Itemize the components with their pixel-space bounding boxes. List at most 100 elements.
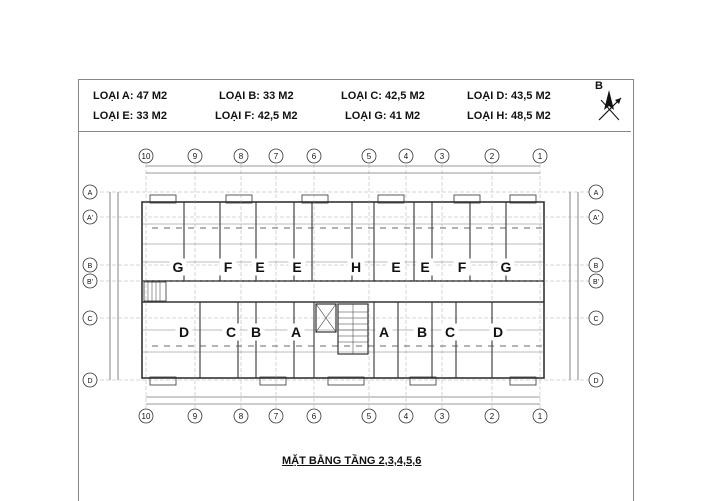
grid-column-top-8: 8 <box>233 148 249 164</box>
svg-text:E: E <box>391 259 400 275</box>
grid-column-bottom-10: 10 <box>138 408 154 424</box>
unit-label-top-2: F <box>219 258 237 276</box>
grid-column-bottom-9: 9 <box>187 408 203 424</box>
svg-text:9: 9 <box>193 412 198 421</box>
svg-text:B: B <box>594 263 599 270</box>
unit-label-top-8: F <box>453 258 471 276</box>
svg-text:F: F <box>224 259 233 275</box>
grid-row-right-Ap: A' <box>588 209 604 225</box>
svg-text:C: C <box>593 316 598 323</box>
grid-column-top-5: 5 <box>361 148 377 164</box>
svg-text:B: B <box>251 324 261 340</box>
unit-label-bottom-2: C <box>222 323 240 341</box>
svg-text:B: B <box>417 324 427 340</box>
unit-label-top-6: E <box>387 258 405 276</box>
grid-row-right-B: B <box>588 257 604 273</box>
svg-text:A: A <box>379 324 389 340</box>
unit-label-top-4: E <box>288 258 306 276</box>
grid-column-bottom-4: 4 <box>398 408 414 424</box>
unit-label-bottom-8: D <box>489 323 507 341</box>
grid-row-left-Bp: B' <box>82 273 98 289</box>
legend-type-c: LOẠI C: 42,5 M2 <box>341 90 425 102</box>
svg-text:9: 9 <box>193 152 198 161</box>
plan-caption: MẶT BẰNG TẦNG 2,3,4,5,6 <box>282 455 422 467</box>
unit-label-bottom-7: C <box>441 323 459 341</box>
grid-row-left-C: C <box>82 310 98 326</box>
grid-row-left-D: D <box>82 372 98 388</box>
svg-text:E: E <box>420 259 429 275</box>
unit-label-top-3: E <box>251 258 269 276</box>
svg-text:8: 8 <box>239 152 244 161</box>
svg-text:C: C <box>87 316 92 323</box>
svg-text:H: H <box>351 259 361 275</box>
unit-label-bottom-6: B <box>413 323 431 341</box>
legend-type-f: LOẠI F: 42,5 M2 <box>215 110 298 122</box>
grid-row-left-Ap: A' <box>82 209 98 225</box>
svg-text:5: 5 <box>367 412 372 421</box>
grid-column-bottom-6: 6 <box>306 408 322 424</box>
svg-text:B': B' <box>87 279 93 286</box>
grid-row-right-A: A <box>588 184 604 200</box>
grid-row-right-D: D <box>588 372 604 388</box>
svg-text:D: D <box>493 324 503 340</box>
svg-text:A': A' <box>593 215 599 222</box>
svg-text:D: D <box>179 324 189 340</box>
grid-row-left-B: B <box>82 257 98 273</box>
svg-text:A: A <box>291 324 301 340</box>
svg-text:A: A <box>88 190 93 197</box>
svg-text:G: G <box>501 259 512 275</box>
legend-type-e: LOẠI E: 33 M2 <box>93 110 167 122</box>
svg-text:6: 6 <box>312 152 317 161</box>
legend-type-b: LOẠI B: 33 M2 <box>219 90 294 102</box>
grid-column-top-1: 1 <box>532 148 548 164</box>
unit-label-top-5: H <box>347 258 365 276</box>
svg-text:4: 4 <box>404 152 409 161</box>
svg-text:8: 8 <box>239 412 244 421</box>
grid-row-right-C: C <box>588 310 604 326</box>
svg-text:7: 7 <box>274 152 279 161</box>
unit-label-bottom-4: A <box>287 323 305 341</box>
unit-label-bottom-5: A <box>375 323 393 341</box>
unit-label-top-1: G <box>169 258 187 276</box>
legend-type-h: LOẠI H: 48,5 M2 <box>467 110 551 122</box>
svg-text:4: 4 <box>404 412 409 421</box>
svg-text:5: 5 <box>367 152 372 161</box>
svg-text:D: D <box>87 378 92 385</box>
svg-text:1: 1 <box>538 412 543 421</box>
svg-text:E: E <box>255 259 264 275</box>
svg-text:F: F <box>458 259 467 275</box>
svg-text:1: 1 <box>538 152 543 161</box>
grid-column-bottom-2: 2 <box>484 408 500 424</box>
grid-column-top-7: 7 <box>268 148 284 164</box>
svg-text:C: C <box>445 324 455 340</box>
grid-column-top-4: 4 <box>398 148 414 164</box>
grid-column-bottom-7: 7 <box>268 408 284 424</box>
legend-type-d: LOẠI D: 43,5 M2 <box>467 90 551 102</box>
svg-text:3: 3 <box>440 152 445 161</box>
grid-column-top-9: 9 <box>187 148 203 164</box>
svg-text:A: A <box>594 190 599 197</box>
svg-text:10: 10 <box>142 412 151 421</box>
svg-text:B': B' <box>593 279 599 286</box>
svg-text:A': A' <box>87 215 93 222</box>
svg-text:10: 10 <box>142 152 151 161</box>
grid-column-top-3: 3 <box>434 148 450 164</box>
svg-text:E: E <box>292 259 301 275</box>
svg-text:3: 3 <box>440 412 445 421</box>
svg-text:C: C <box>226 324 236 340</box>
north-arrow-icon <box>598 90 622 121</box>
unit-label-top-9: G <box>497 258 515 276</box>
drawing-frame <box>78 79 634 501</box>
grid-row-right-Bp: B' <box>588 273 604 289</box>
grid-column-bottom-8: 8 <box>233 408 249 424</box>
svg-text:B: B <box>88 263 93 270</box>
unit-label-bottom-3: B <box>247 323 265 341</box>
grid-column-top-10: 10 <box>138 148 154 164</box>
unit-label-top-7: E <box>416 258 434 276</box>
svg-text:2: 2 <box>490 412 495 421</box>
svg-text:D: D <box>593 378 598 385</box>
svg-text:6: 6 <box>312 412 317 421</box>
grid-row-left-A: A <box>82 184 98 200</box>
unit-label-bottom-1: D <box>175 323 193 341</box>
